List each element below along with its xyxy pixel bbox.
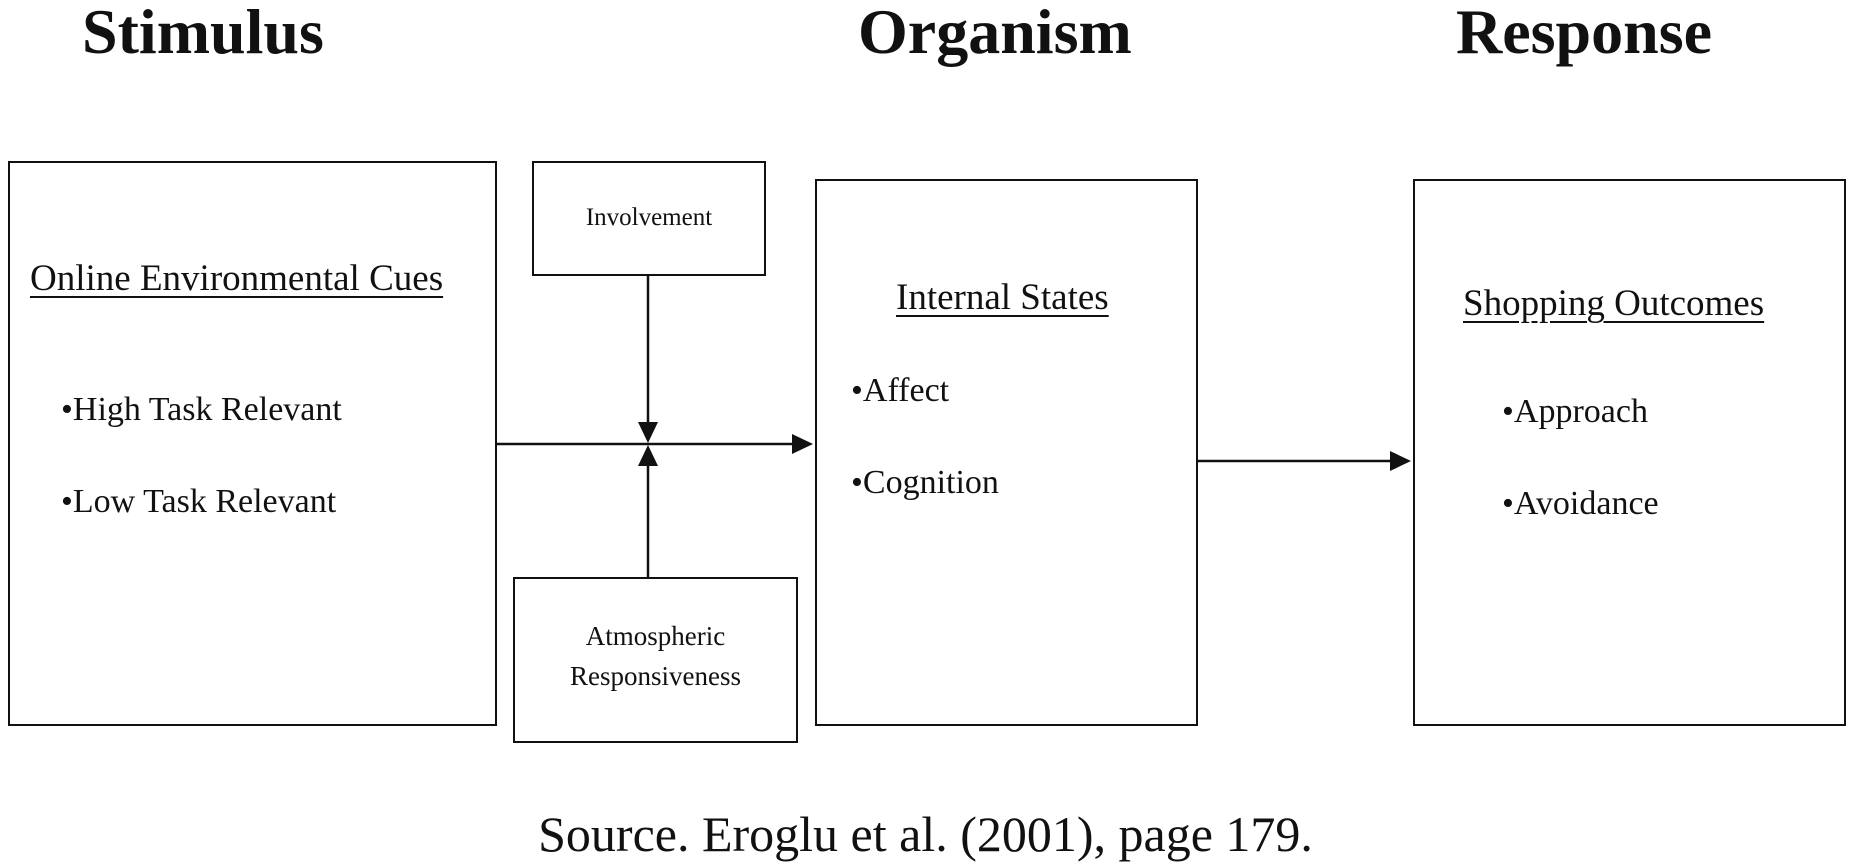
stimulus-item-low-task: •Low Task Relevant: [61, 483, 337, 520]
involvement-label: Involvement: [585, 204, 713, 231]
stimulus-item-high-task: •High Task Relevant: [61, 391, 342, 428]
arrowhead-to-organism: [792, 434, 813, 454]
involvement-box: Involvement: [532, 161, 766, 276]
response-item-approach: •Approach: [1502, 393, 1648, 430]
atmospheric-label-line-1: Atmospheric: [585, 621, 726, 651]
heading-organism: Organism: [858, 0, 1132, 67]
response-box-title: Shopping Outcomes: [1463, 283, 1765, 324]
organism-item-affect: •Affect: [851, 372, 950, 409]
stimulus-box: Online Environmental Cues •High Task Rel…: [8, 161, 497, 726]
stimulus-box-title: Online Environmental Cues: [30, 258, 444, 299]
arrowhead-atmospheric: [638, 445, 658, 466]
organism-item-cognition: •Cognition: [851, 464, 999, 501]
response-box: Shopping Outcomes •Approach •Avoidance: [1413, 179, 1846, 726]
organism-box: Internal States •Affect •Cognition: [815, 179, 1198, 726]
atmospheric-responsiveness-box: Atmospheric Responsiveness: [513, 577, 798, 743]
arrowhead-to-response: [1390, 451, 1411, 471]
heading-response: Response: [1456, 0, 1713, 67]
heading-stimulus: Stimulus: [82, 0, 324, 67]
arrowhead-involvement: [638, 422, 658, 443]
organism-box-title: Internal States: [896, 277, 1109, 318]
source-note: Source. Eroglu et al. (2001), page 179.: [538, 806, 1313, 862]
atmospheric-label-line-2: Responsiveness: [570, 661, 741, 691]
response-item-avoidance: •Avoidance: [1502, 485, 1659, 522]
